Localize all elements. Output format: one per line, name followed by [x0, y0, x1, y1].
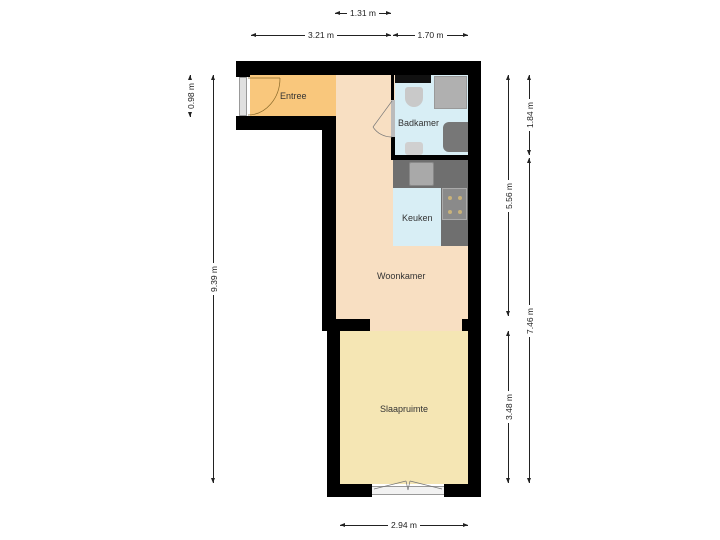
- garden-door-frame: [372, 486, 444, 495]
- wall-slaapruimte-left: [327, 319, 340, 497]
- wall-bath-bottom: [391, 155, 468, 160]
- stove-icon: [442, 188, 467, 220]
- bathroom-door-frame: [391, 100, 395, 137]
- dim-left-entree: 0.98 m: [185, 75, 196, 117]
- dim-top-left: 3.21 m: [251, 30, 391, 40]
- dim-top-inner: 1.31 m: [335, 8, 391, 18]
- dim-bottom: 2.94 m: [340, 520, 468, 530]
- dim-right-bath: 1.84 m: [524, 75, 535, 155]
- wall-entree-bottom: [236, 116, 336, 130]
- label-slaapruimte: Slaapruimte: [380, 404, 429, 414]
- dim-top-right: 1.70 m: [393, 30, 468, 40]
- bathroom-door-swing-icon[interactable]: [370, 100, 394, 138]
- kitchen-sink-icon: [409, 162, 434, 186]
- label-keuken: Keuken: [402, 213, 433, 223]
- washbasin-icon: [405, 142, 423, 155]
- toilet-icon: [405, 87, 423, 107]
- dim-right-upper: 5.56 m: [503, 75, 514, 316]
- entrance-door-swing-icon[interactable]: [247, 77, 287, 117]
- bath-shelf: [395, 75, 431, 83]
- dim-right-lower: 3.48 m: [503, 331, 514, 483]
- dim-left-total: 9.39 m: [208, 75, 219, 483]
- wall-bath-left-lower: [391, 137, 395, 160]
- entrance-frame: [239, 77, 247, 116]
- washing-machine-icon: [443, 122, 468, 152]
- wall-bottom-right: [444, 484, 481, 497]
- garden-double-door-icon[interactable]: [372, 480, 444, 496]
- wall-bottom-left: [327, 484, 372, 497]
- wall-bath-left-upper: [391, 75, 394, 100]
- wall-partition-right: [462, 319, 481, 331]
- room-keuken: [393, 188, 441, 246]
- label-woonkamer: Woonkamer: [377, 271, 426, 281]
- label-badkamer: Badkamer: [398, 118, 440, 128]
- shower-tray-icon: [434, 76, 467, 109]
- wall-right: [468, 61, 481, 497]
- label-entree: Entree: [280, 91, 307, 101]
- wall-entree-left-top: [236, 61, 250, 77]
- wall-woonkamer-left: [322, 116, 336, 331]
- dim-right-total: 7.46 m: [524, 158, 535, 483]
- room-entree: [250, 75, 336, 116]
- room-slaapruimte: [340, 331, 468, 484]
- wall-top: [236, 61, 481, 75]
